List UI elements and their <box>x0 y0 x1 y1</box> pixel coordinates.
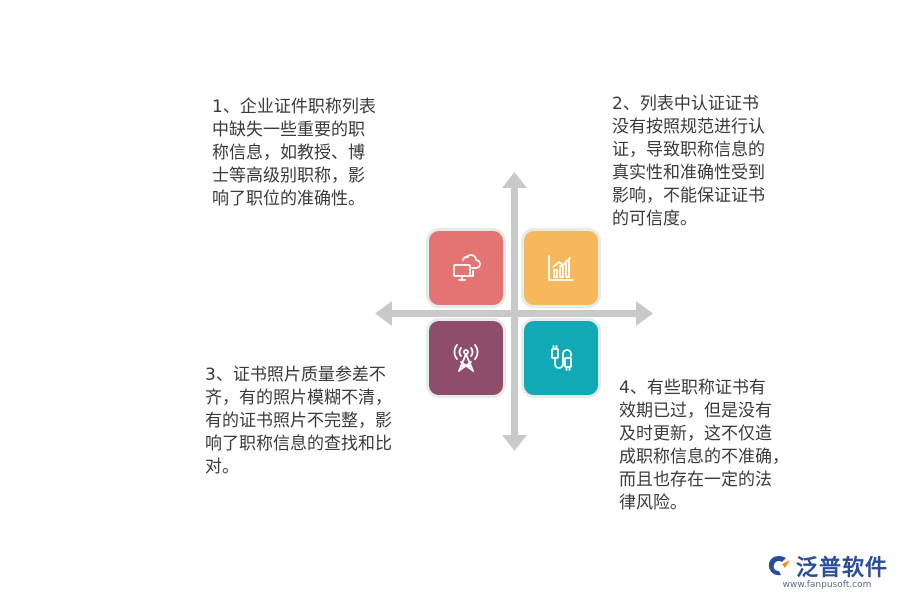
company-logo: 泛普软件 www.fanpusoft.com <box>766 550 888 590</box>
logo-mark-icon <box>768 556 790 576</box>
cloud-monitor-tile <box>429 231 503 305</box>
logo-url: www.fanpusoft.com <box>782 580 872 590</box>
signal-tower-icon <box>453 344 479 372</box>
signal-tower-tile <box>429 321 503 395</box>
bar-chart-icon <box>548 255 574 281</box>
logo-name: 泛普软件 <box>795 556 888 581</box>
point-4-text: 4、有些职称证书有 效期已过，但是没有 及时更新，这不仅造 成职称信息的不准确，… <box>619 378 789 513</box>
cloud-monitor-icon <box>453 254 481 281</box>
bar-chart-tile <box>524 231 598 305</box>
usb-cable-tile <box>524 321 598 395</box>
point-2-text: 2、列表中认证证书 没有按照规范进行认 证，导致职称信息的 真实性和准确性受到 … <box>612 94 765 229</box>
point-3-text: 3、证书照片质量参差不 齐，有的照片模糊不清， 有的证书照片不完整，影 响了职称… <box>205 365 392 477</box>
point-1-text: 1、企业证件职称列表 中缺失一些重要的职 称信息，如教授、博 士等高级别职称，影… <box>212 97 376 209</box>
usb-cable-icon <box>551 345 572 371</box>
